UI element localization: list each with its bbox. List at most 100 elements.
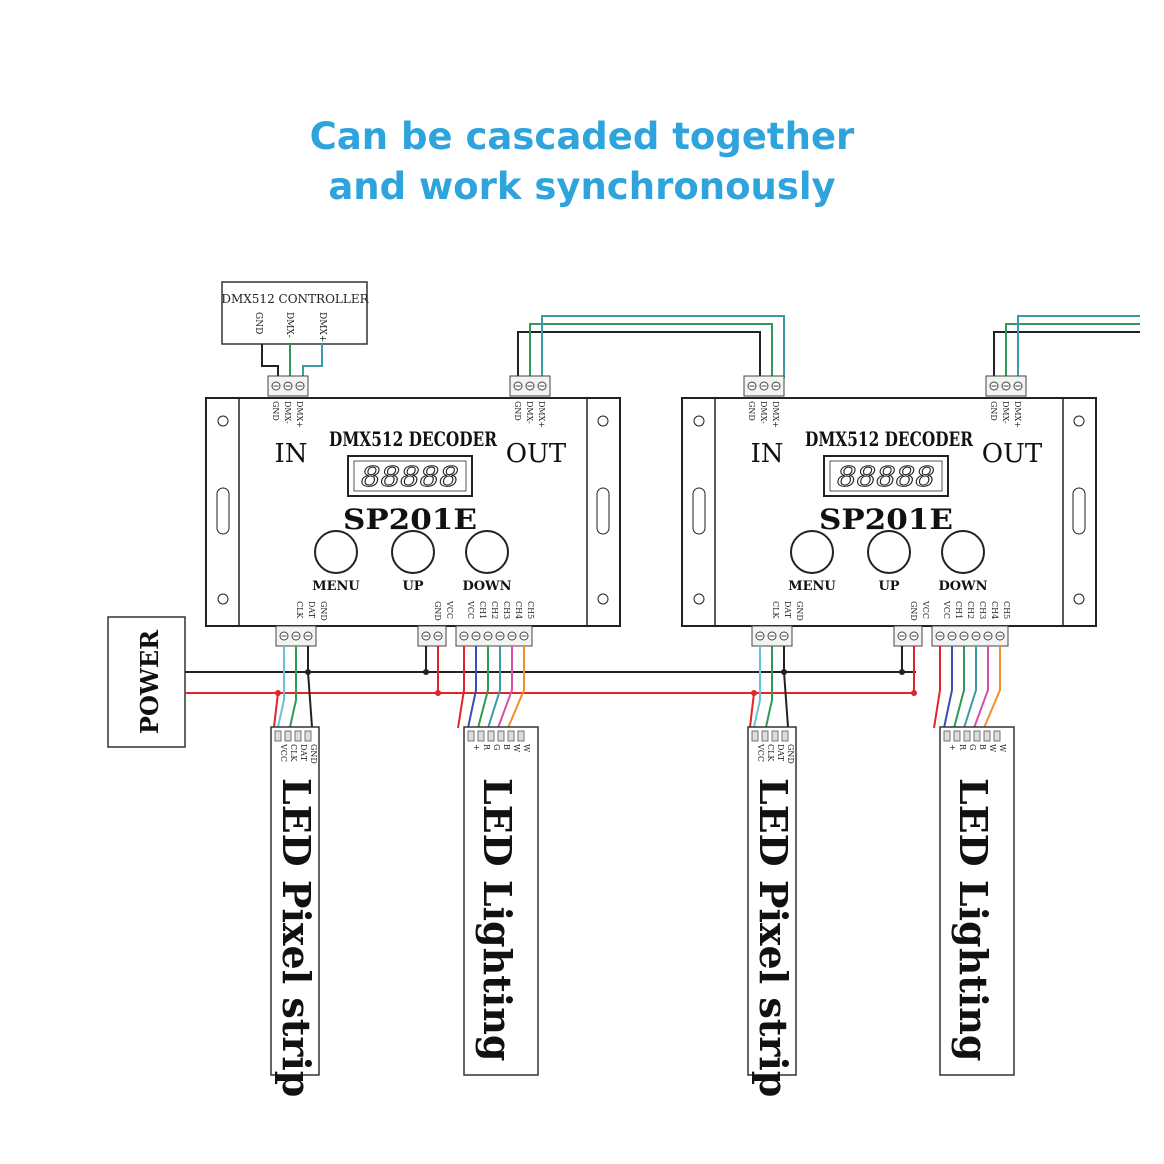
strip-pad — [963, 730, 971, 742]
lighting-strip-label: LED Lighting — [951, 778, 996, 1061]
strip-pad — [973, 730, 981, 742]
rgb-wire — [507, 646, 525, 729]
junction-dot — [275, 690, 281, 696]
strip-pin-label: R — [958, 744, 967, 751]
led-pixel-strip — [270, 726, 320, 1076]
down-button-label: DOWN — [938, 579, 987, 594]
pixel-vcc-wire — [273, 692, 279, 728]
mounting-hole — [217, 593, 229, 605]
mounting-slot — [1072, 487, 1086, 535]
lighting-strip-label: LED Lighting — [475, 778, 520, 1061]
controller-pin-dmx-minus: DMX- — [284, 312, 294, 338]
display-window — [829, 460, 943, 492]
rgb-wire — [477, 646, 489, 729]
pixel-pin-label: GND — [319, 601, 328, 621]
pixel-pin-label: CLK — [295, 601, 304, 619]
pixel-strip-label: LED Pixel strip — [274, 778, 319, 1097]
rgb-pin-label: CH5 — [526, 601, 535, 619]
power-terminal — [417, 625, 447, 647]
rgb-wire — [457, 646, 465, 729]
in-pin-label: DMX+ — [295, 401, 304, 428]
mounting-hole — [693, 593, 705, 605]
strip-pin-label: G — [492, 744, 501, 750]
rgb-wire — [487, 646, 501, 729]
strip-pad — [467, 730, 475, 742]
in-pin-label: DMX+ — [771, 401, 780, 428]
power-pin-label: GND — [433, 601, 442, 621]
cascade-wires-2 — [993, 315, 1140, 378]
menu-button-label: MENU — [788, 579, 836, 594]
down-button-label: DOWN — [462, 579, 511, 594]
rgb-terminal — [931, 625, 1009, 647]
headline: Can be cascaded together and work synchr… — [0, 112, 1164, 212]
strip-pin-label: GND — [786, 744, 795, 764]
power-pin-label: GND — [909, 601, 918, 621]
rgb-wire — [467, 646, 477, 729]
pixel-vcc-wire — [749, 692, 755, 728]
strip-pad — [477, 730, 485, 742]
pixel-pin-label: GND — [795, 601, 804, 621]
mounting-hole — [1073, 593, 1085, 605]
decoder-body — [205, 397, 621, 627]
strip-pin-label: R — [482, 744, 491, 751]
mounting-hole — [597, 593, 609, 605]
rgb-terminal — [455, 625, 533, 647]
strip-pad — [284, 730, 292, 742]
decoder-body — [681, 397, 1097, 627]
decoder-title: DMX512 DECODER — [329, 427, 497, 451]
rgb-pin-label: VCC — [466, 600, 475, 619]
up-button — [867, 530, 911, 574]
pixel-clk-wire — [277, 646, 285, 728]
menu-button — [790, 530, 834, 574]
in-pin-label: GND — [747, 401, 756, 421]
pixel-pin-label: DAT — [307, 601, 316, 619]
out-pin-label: GND — [513, 401, 522, 421]
up-button-label: UP — [402, 579, 423, 594]
display-window — [353, 460, 467, 492]
out-pin-label: DMX+ — [1013, 401, 1022, 428]
in-label: IN — [750, 439, 783, 469]
rgb-wire — [983, 646, 1001, 729]
pixel-clk-wire — [753, 646, 761, 728]
pixel-gnd-wire — [783, 646, 789, 728]
mounting-hole — [693, 415, 705, 427]
strip-pin-label: W — [522, 744, 531, 753]
strip-pin-label: W — [998, 744, 1007, 753]
down-button — [941, 530, 985, 574]
strip-pin-label: + — [472, 744, 481, 751]
strip-pin-label: G — [968, 744, 977, 750]
strip-pin-label: DAT — [776, 744, 785, 762]
decoder-title: DMX512 DECODER — [805, 427, 973, 451]
mounting-slot — [692, 487, 706, 535]
strip-pad — [781, 730, 789, 742]
out-pin-label: DMX- — [1001, 401, 1010, 424]
controller-pin-dmx-plus: DMX+ — [317, 312, 327, 342]
rgb-wire — [973, 646, 989, 729]
strip-pin-label: DAT — [299, 744, 308, 762]
strip-pad — [943, 730, 951, 742]
strip-pad — [761, 730, 769, 742]
led-lighting-strip — [939, 726, 1015, 1076]
junction-dot — [423, 669, 429, 675]
headline-line-2: and work synchronously — [328, 165, 836, 208]
in-pin-label: DMX- — [283, 401, 292, 424]
display-digits: 88888 — [361, 462, 459, 493]
mounting-slot — [216, 487, 230, 535]
rgb-wire — [497, 646, 513, 729]
strip-pad — [993, 730, 1001, 742]
strip-pad — [983, 730, 991, 742]
strip-pad — [953, 730, 961, 742]
pixel-strip-label: LED Pixel strip — [751, 778, 796, 1097]
rgb-wire — [963, 646, 977, 729]
strip-pad — [294, 730, 302, 742]
controller-pin-gnd: GND — [253, 312, 263, 334]
strip-pad — [771, 730, 779, 742]
strip-pin-label: W — [512, 744, 521, 753]
junction-dot — [751, 690, 757, 696]
strip-pin-label: W — [988, 744, 997, 753]
strip-pin-label: VCC — [756, 743, 765, 762]
rgb-pin-label: CH5 — [1002, 601, 1011, 619]
